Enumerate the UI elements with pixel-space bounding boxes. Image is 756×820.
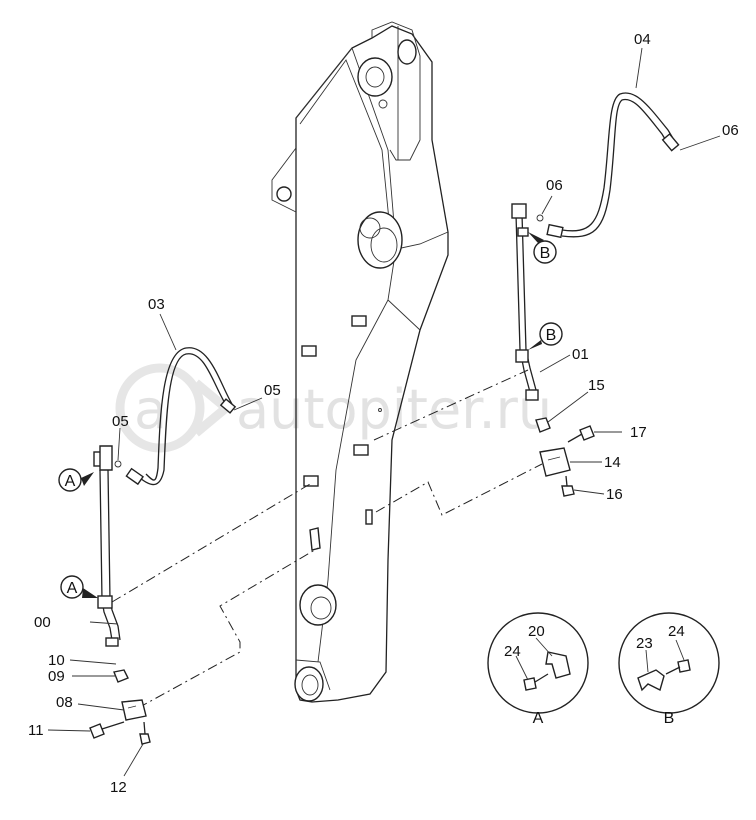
- boom-arm: [271, 21, 449, 703]
- label-01: 01: [572, 346, 589, 363]
- callout-a-lower: A: [60, 575, 98, 599]
- bracket: [353, 444, 369, 456]
- callout-label: A: [65, 473, 76, 490]
- nut-15: [535, 417, 551, 433]
- bolt-17: [579, 425, 595, 441]
- bracket: [309, 527, 321, 551]
- detail-a: [487, 612, 589, 714]
- label-11: 11: [28, 722, 44, 739]
- label-14: 14: [604, 454, 621, 471]
- clamp-20: [545, 651, 571, 679]
- callout-label: A: [67, 580, 78, 597]
- label-03: 03: [148, 296, 165, 313]
- callout-leaders: [47, 47, 721, 777]
- o-ring-06: [536, 214, 544, 222]
- label-05-left: 05: [112, 413, 129, 430]
- detail-a-caption: A: [533, 710, 544, 727]
- bracket: [351, 315, 367, 327]
- label-15: 15: [588, 377, 605, 394]
- hose-03: [139, 353, 229, 486]
- hose-04: [561, 92, 675, 232]
- label-12: 12: [110, 779, 127, 796]
- label-24-a: 24: [504, 643, 521, 660]
- svg-text:a: a: [134, 378, 167, 441]
- bolt-24: [677, 659, 691, 673]
- bolt-11: [89, 723, 105, 739]
- watermark: a autopiter.ru: [115, 363, 552, 453]
- callout-label: B: [546, 327, 557, 344]
- right-pipe-assembly: [511, 92, 680, 497]
- label-00: 00: [34, 614, 51, 631]
- label-09: 09: [48, 668, 65, 685]
- label-06-right: 06: [722, 122, 739, 139]
- clamp-23: [637, 669, 665, 692]
- callout-b-lower: B: [528, 322, 563, 350]
- bolt-12: [139, 733, 151, 745]
- detail-b: [618, 612, 720, 714]
- label-06-upper: 06: [546, 177, 563, 194]
- label-10: 10: [48, 652, 65, 669]
- clamp-08: [121, 699, 147, 721]
- detail-b-caption: B: [664, 710, 675, 727]
- label-23: 23: [636, 635, 653, 652]
- part-labels: 00 01 03 04 05 05 06 06 08 09 10 11 12 1…: [28, 31, 739, 796]
- bolt-16: [561, 485, 575, 497]
- left-pipe-assembly: [89, 347, 237, 745]
- label-24-b: 24: [668, 623, 685, 640]
- label-17: 17: [630, 424, 647, 441]
- label-05-right: 05: [264, 382, 281, 399]
- o-ring-05: [114, 460, 122, 468]
- bracket: [301, 345, 317, 357]
- label-04: 04: [634, 31, 651, 48]
- callout-a-upper: A: [58, 468, 94, 492]
- label-08: 08: [56, 694, 73, 711]
- label-20: 20: [528, 623, 545, 640]
- clamp-14: [539, 447, 571, 477]
- bracket: [303, 475, 319, 487]
- nut-09: [113, 669, 129, 683]
- bracket: [365, 509, 373, 525]
- callout-label: B: [540, 245, 551, 262]
- leader-lines: [111, 369, 543, 709]
- callout-b-upper: B: [528, 232, 557, 264]
- label-16: 16: [606, 486, 623, 503]
- bolt-24: [523, 677, 537, 691]
